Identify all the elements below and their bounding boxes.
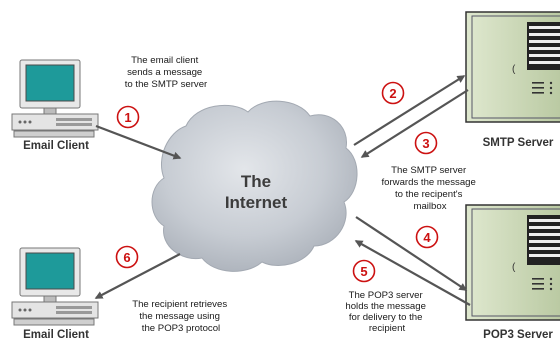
step-6-number: 6 [123, 250, 130, 265]
drive-slot [56, 118, 92, 121]
pop3-server-label: POP3 Server [483, 329, 553, 340]
step-6-note: The recipient retrieves the message usin… [132, 299, 230, 334]
step-5-number: 5 [360, 264, 367, 279]
monitor-stand [43, 107, 57, 115]
server-door [471, 15, 560, 119]
step-2-circle [381, 81, 405, 105]
email-client-top-computer: Email Client [11, 59, 99, 152]
monitor-stand [43, 295, 57, 303]
email-client-label-top: Email Client [23, 140, 89, 152]
arrow-client-to-internet [95, 124, 182, 160]
step-1-marker: 1 [116, 105, 140, 129]
email-client-bottom-computer: Email Client [11, 247, 99, 340]
drive-slot [56, 311, 92, 314]
keyboard [13, 130, 95, 138]
keyboard [13, 318, 95, 326]
drive-slot [56, 306, 92, 309]
email-client-label-bottom: Email Client [23, 329, 89, 340]
step-3-number: 3 [422, 136, 429, 151]
step-1-number: 1 [124, 110, 131, 125]
step-5-note: The POP3 server holds the message for de… [345, 290, 428, 334]
arrow-smtp-to-internet [360, 89, 469, 158]
monitor-screen [25, 64, 75, 102]
step-5-circle [352, 259, 376, 283]
cloud-label-internet: Internet [225, 193, 288, 212]
smtp-server-label: SMTP Server [483, 137, 554, 149]
flow-arrows [94, 75, 471, 306]
step-2-marker: 2 [381, 81, 405, 105]
svg-text:(: ( [512, 64, 516, 75]
step-5-marker: 5 [352, 259, 376, 283]
svg-text:(: ( [512, 262, 516, 273]
step-2-number: 2 [389, 86, 396, 101]
step-4-number: 4 [423, 230, 431, 245]
step-1-note: The email client sends a message to the … [125, 55, 208, 90]
step-3-circle [414, 131, 438, 155]
cloud-label-the: The [241, 172, 271, 191]
arrow-internet-to-smtp [353, 75, 466, 146]
step-3-note: The SMTP server forwards the message to … [381, 165, 478, 212]
arrow-internet-to-pop3 [355, 216, 468, 291]
smtp-server: ( SMTP Server [465, 11, 560, 149]
arrow-internet-to-client [94, 253, 181, 299]
step-4-circle [415, 225, 439, 249]
pop3-server: ( POP3 Server [465, 204, 560, 340]
step-1-circle [116, 105, 140, 129]
step-6-marker: 6 [115, 245, 139, 269]
step-4-marker: 4 [415, 225, 439, 249]
drive-slot [56, 123, 92, 126]
step-6-circle [115, 245, 139, 269]
monitor-screen [25, 252, 75, 290]
server-door [471, 208, 560, 317]
internet-cloud: The Internet [151, 100, 358, 272]
step-3-marker: 3 [414, 131, 438, 155]
arrow-pop3-to-internet [354, 240, 471, 306]
